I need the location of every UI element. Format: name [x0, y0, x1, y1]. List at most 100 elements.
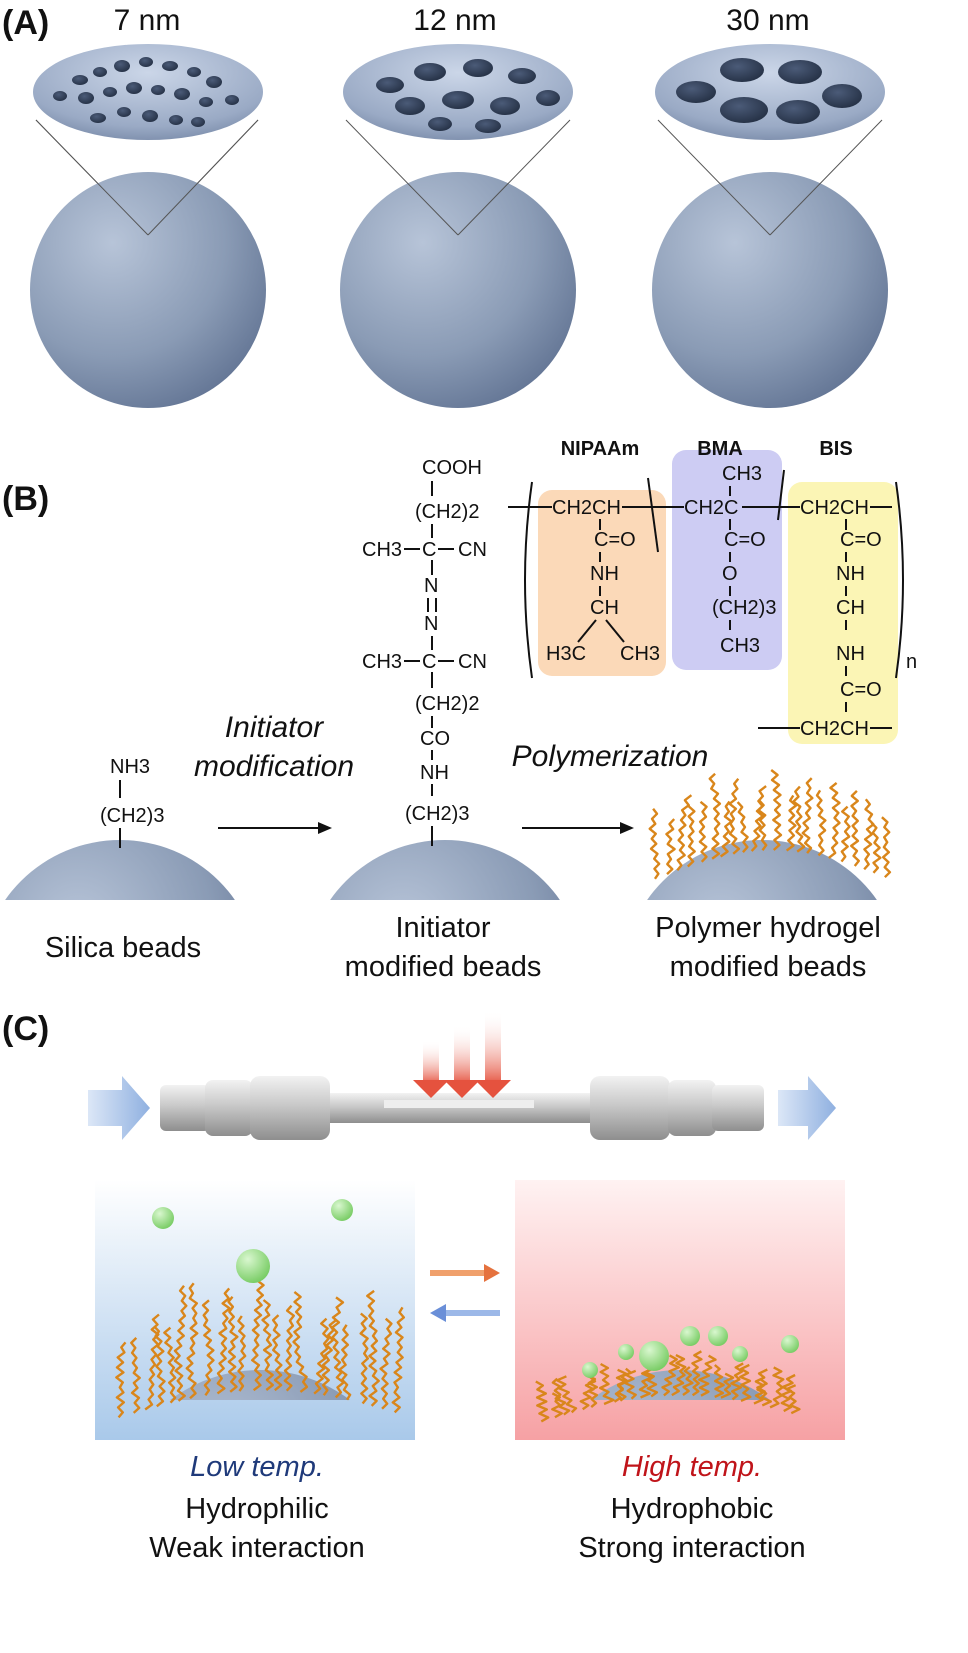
polymer-chain: [283, 1304, 295, 1392]
polymer-chain: [251, 1279, 265, 1392]
polymer-chain: [338, 1324, 352, 1401]
polymer-chain: [691, 1350, 703, 1397]
cn-label: CN: [458, 651, 487, 673]
bead-label-polymer-2: modified beads: [670, 951, 867, 983]
polymer-chain: [555, 1375, 578, 1414]
bead-label-initiator-1: Initiator: [395, 912, 490, 944]
ch2-3-label: (CH2)3: [712, 597, 776, 619]
polymer-chain: [863, 798, 875, 871]
polymer-chain: [671, 1354, 687, 1397]
polymer-chain: [313, 1317, 330, 1395]
polymer-chain: [770, 769, 783, 851]
monomer-label-bis: BIS: [819, 438, 852, 460]
polymer-chain: [271, 1314, 283, 1392]
nipaam-box: [538, 490, 666, 676]
panel-label-b: (B): [2, 480, 49, 518]
repeat-n: n: [906, 651, 917, 673]
polymer-chain: [719, 800, 733, 858]
step-initiator-modification: Initiator modification: [194, 711, 354, 834]
protein: [732, 1346, 748, 1362]
protein: [618, 1344, 634, 1360]
c-o-label: C=O: [724, 529, 766, 551]
cn-label: CN: [458, 539, 487, 561]
polymer-chain: [676, 794, 693, 872]
ch2ch-label: CH2CH: [552, 497, 621, 519]
polymer-chain: [881, 816, 892, 879]
c-o-label: C=O: [594, 529, 636, 551]
polymer-chain: [840, 805, 851, 863]
polymer-chains-c: [115, 1279, 801, 1423]
pore-size-label: 7 nm: [114, 4, 181, 37]
ch3-label: CH3: [362, 539, 402, 561]
polymer-chain: [698, 1354, 717, 1397]
pore-holes: [376, 59, 560, 133]
h3c-label: H3C: [546, 643, 586, 665]
polymer-chain: [292, 1290, 309, 1393]
polymer-chain: [185, 1282, 199, 1400]
polymer-chain: [785, 1384, 801, 1415]
polymer-chain: [201, 1299, 215, 1396]
polymer-chain: [739, 1363, 752, 1403]
low-temp-line2: Weak interaction: [149, 1532, 364, 1564]
cooh-label: COOH: [422, 457, 482, 479]
monomer-label-bma: BMA: [697, 438, 743, 460]
bis-box: [788, 482, 898, 744]
polymer-chain: [665, 818, 676, 876]
polymer-chain: [815, 789, 827, 857]
polymer-chain: [661, 1354, 680, 1397]
pore-group-30nm: 30 nm: [652, 4, 888, 408]
nh-label: NH: [836, 643, 865, 665]
ch2c-label: CH2C: [684, 497, 738, 519]
arrow-head: [318, 822, 332, 834]
initiator-structure: COOH (CH2)2 CH3 C CN N N CH3 C CN (CH2)2…: [362, 457, 487, 846]
step-label: Polymerization: [512, 740, 709, 773]
ch3-label: CH3: [620, 643, 660, 665]
polymer-chain: [366, 1289, 380, 1407]
high-temp-line2: Strong interaction: [578, 1532, 805, 1564]
polymer-chain: [599, 1362, 615, 1406]
ch2-3-label: (CH2)3: [405, 803, 469, 825]
polymer-chain: [780, 1373, 796, 1413]
bead-label-initiator-2: modified beads: [345, 951, 542, 983]
nh-label: NH: [420, 762, 449, 784]
polymer-chain: [698, 800, 708, 863]
ch-label: CH: [836, 597, 865, 619]
polymer-chain: [730, 1362, 744, 1401]
polymer-chain: [391, 1306, 405, 1414]
protein: [708, 1326, 728, 1346]
co-label: CO: [420, 728, 450, 750]
protein: [331, 1199, 353, 1221]
ch2ch-label: CH2CH: [800, 497, 869, 519]
pore-size-label: 12 nm: [413, 4, 496, 37]
polymer-chain: [261, 1299, 274, 1391]
polymer-chain: [144, 1313, 160, 1411]
polymer-chain: [792, 785, 806, 853]
n-label: N: [424, 575, 438, 597]
high-temp-line1: Hydrophobic: [611, 1493, 774, 1525]
initiator-bead-half: [330, 840, 560, 900]
protein: [582, 1362, 598, 1378]
polymer-chain: [623, 1369, 637, 1400]
polymer-chain: [163, 1326, 177, 1404]
monomer-label-nipaam: NIPAAm: [561, 438, 640, 460]
bead-label-polymer-1: Polymer hydrogel: [655, 912, 881, 944]
polymer-chain: [850, 790, 860, 867]
ch2-2-label: (CH2)2: [415, 501, 479, 523]
polymer-chain: [173, 1285, 188, 1402]
step-label-line2: modification: [194, 750, 354, 783]
polymer-chain: [153, 1325, 166, 1408]
nh3-label: NH3: [110, 756, 150, 778]
open-bracket: [524, 481, 533, 679]
low-temp-title: Low temp.: [190, 1451, 324, 1483]
protein: [639, 1341, 669, 1371]
c-label: C: [422, 539, 436, 561]
flow-out-arrow: [778, 1076, 836, 1140]
polymer-chain: [754, 1368, 772, 1407]
bma-box: [672, 450, 782, 670]
pore-size-label: 30 nm: [726, 4, 809, 37]
ch3-label: CH3: [722, 463, 762, 485]
pore-group-12nm: 12 nm: [340, 4, 576, 408]
silica-bead: [652, 172, 888, 408]
ch-label: CH: [590, 597, 619, 619]
